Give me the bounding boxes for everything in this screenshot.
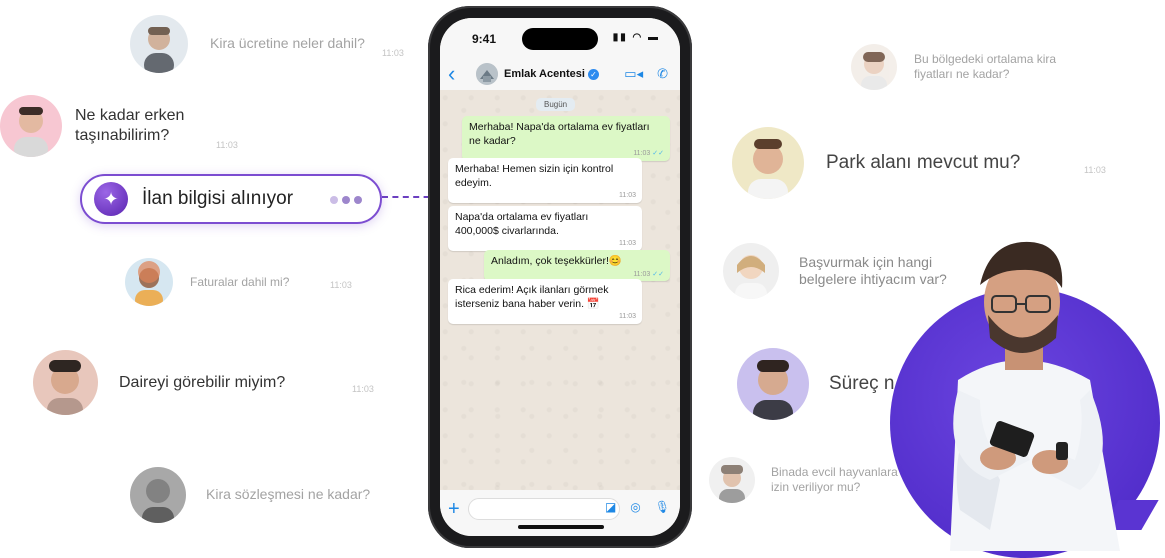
question-9: Süreç n	[737, 348, 894, 420]
question-6: Bu bölgedeki ortalama kira fiyatları ne …	[851, 44, 1074, 90]
man-with-phone-illustration	[950, 241, 1120, 551]
message-time: 11:03	[619, 240, 636, 248]
avatar	[33, 350, 98, 415]
message-time: 11:03	[619, 313, 636, 321]
question-text: Faturalar dahil mi?	[190, 274, 290, 289]
avatar	[737, 348, 809, 420]
question-3: Faturalar dahil mi?	[125, 258, 289, 306]
message-text: Anladım, çok teşekkürler!😊	[491, 255, 622, 267]
sticker-icon[interactable]: ◪	[604, 500, 617, 514]
home-indicator	[518, 525, 604, 529]
message-bubble[interactable]: Merhaba! Hemen sizin için kontrol edeyim…	[448, 158, 642, 203]
question-5: Kira sözleşmesi ne kadar?	[130, 467, 370, 523]
message-time: 11:03	[619, 192, 636, 200]
message-text: Merhaba! Napa'da ortalama ev fiyatları n…	[469, 121, 650, 147]
phone-screen: 9:41 ▮▮ ◠ ▬ ‹ Emlak Acentesi ✓ ▭◂ ✆ Bugü…	[440, 18, 680, 536]
question-8: Başvurmak için hangi belgelere ihtiyacım…	[723, 243, 974, 299]
question-4: Daireyi görebilir miyim?	[33, 350, 285, 415]
verified-icon: ✓	[587, 68, 599, 80]
contact-avatar[interactable]	[476, 63, 498, 85]
pill-text: İlan bilgisi alınıyor	[142, 188, 294, 209]
message-time: 11:03 ✓✓	[633, 150, 664, 158]
status-bar: 9:41 ▮▮ ◠ ▬	[440, 18, 680, 58]
question-time: 11:03	[216, 140, 238, 150]
question-text: Süreç n	[829, 373, 895, 395]
avatar	[851, 44, 897, 90]
read-ticks-icon: ✓✓	[652, 270, 664, 278]
status-time: 9:41	[472, 32, 497, 46]
phone-call-icon[interactable]: ✆	[657, 66, 668, 81]
question-text: Kira ücretine neler dahil?	[210, 35, 365, 52]
question-text: Kira sözleşmesi ne kadar?	[206, 486, 371, 503]
message-time: 11:03 ✓✓	[633, 270, 664, 278]
question-text: Başvurmak için hangi belgelere ihtiyacım…	[799, 253, 947, 288]
sparkle-icon: ✦	[94, 182, 128, 216]
avatar	[130, 467, 186, 523]
microphone-icon[interactable]: 🎙	[654, 500, 670, 514]
chat-header: ‹ Emlak Acentesi ✓ ▭◂ ✆	[440, 58, 680, 91]
chat-area[interactable]: Bugün Merhaba! Napa'da ortalama ev fiyat…	[440, 90, 680, 490]
avatar	[130, 15, 188, 73]
phone-mockup: 9:41 ▮▮ ◠ ▬ ‹ Emlak Acentesi ✓ ▭◂ ✆ Bugü…	[428, 6, 692, 548]
back-chevron-icon[interactable]: ‹	[448, 61, 456, 86]
connector-line	[382, 196, 440, 198]
question-text: Daireyi görebilir miyim?	[119, 373, 286, 391]
plus-icon[interactable]: +	[448, 498, 460, 520]
question-time: 11:03	[352, 384, 374, 394]
camera-icon[interactable]: ◎	[630, 500, 641, 514]
message-bubble[interactable]: Merhaba! Napa'da ortalama ev fiyatları n…	[462, 116, 670, 161]
question-text: Ne kadar erken taşınabilirim?	[75, 107, 185, 144]
message-bubble[interactable]: Rica ederim! Açık ilanları görmek isters…	[448, 279, 642, 324]
avatar	[732, 127, 804, 199]
typing-dots	[330, 196, 362, 204]
avatar	[709, 457, 755, 503]
fetching-listing-pill: ✦ İlan bilgisi alınıyor	[80, 174, 382, 224]
message-text: Merhaba! Hemen sizin için kontrol edeyim…	[455, 163, 614, 189]
day-label: Bugün	[536, 98, 576, 111]
message-bubble[interactable]: Napa'da ortalama ev fiyatları 400,000$ c…	[448, 206, 642, 251]
signal-wifi-battery-icon: ▮▮ ◠ ▬	[612, 32, 660, 43]
dynamic-island	[522, 28, 598, 50]
question-10: Binada evcil hayvanlara izin veriliyor m…	[709, 457, 911, 503]
question-text: Park alanı mevcut mu?	[826, 152, 1021, 174]
message-bubble[interactable]: Anladım, çok teşekkürler!😊 11:03 ✓✓	[484, 250, 670, 281]
avatar	[723, 243, 779, 299]
avatar	[0, 95, 62, 157]
question-text: Binada evcil hayvanlara izin veriliyor m…	[771, 465, 898, 494]
question-time: 11:03	[382, 48, 404, 58]
video-call-icon[interactable]: ▭◂	[624, 66, 644, 81]
message-input[interactable]	[468, 498, 620, 520]
message-text: Napa'da ortalama ev fiyatları 400,000$ c…	[455, 211, 589, 237]
question-2: Ne kadar erken taşınabilirim?	[0, 95, 205, 157]
read-ticks-icon: ✓✓	[652, 150, 664, 158]
question-1: Kira ücretine neler dahil?	[130, 15, 365, 73]
message-input-bar: + ◪ ◎ 🎙	[440, 490, 680, 536]
question-time: 11:03	[330, 280, 352, 290]
contact-name[interactable]: Emlak Acentesi	[504, 68, 585, 80]
avatar	[125, 258, 173, 306]
message-text: Rica ederim! Açık ilanları görmek isters…	[455, 284, 609, 310]
question-text: Bu bölgedeki ortalama kira fiyatları ne …	[914, 52, 1057, 81]
question-7: Park alanı mevcut mu?	[732, 127, 1020, 199]
question-time: 11:03	[1084, 165, 1106, 175]
